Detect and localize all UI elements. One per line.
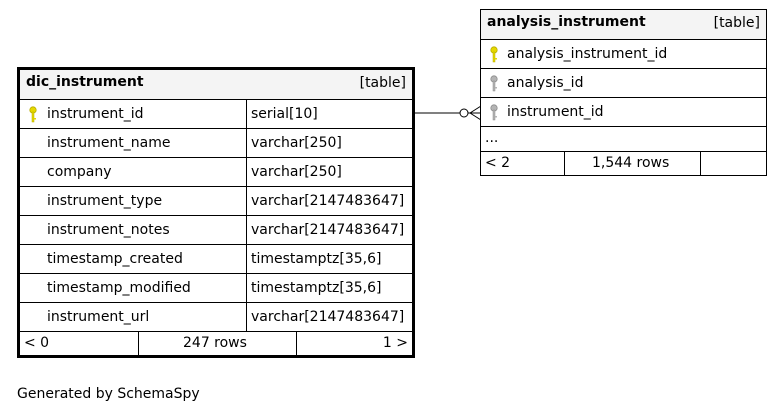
column-type: timestamptz[35,6] bbox=[251, 280, 382, 296]
table-footer: < 0 247 rows 1 > bbox=[20, 331, 412, 355]
row-count: 1,544 rows bbox=[592, 155, 670, 171]
column-name-cell: company bbox=[20, 158, 247, 186]
generated-by-text: Generated by SchemaSpy bbox=[17, 386, 200, 402]
table-kind: [table] bbox=[713, 15, 760, 31]
row-count-cell: 1,544 rows bbox=[565, 152, 701, 175]
column-name: instrument_id bbox=[507, 104, 604, 120]
column-name: instrument_name bbox=[47, 135, 171, 151]
parents-count[interactable]: < 2 bbox=[485, 155, 511, 171]
table-name[interactable]: dic_instrument bbox=[26, 74, 144, 90]
column-type: varchar[2147483647] bbox=[251, 193, 405, 209]
column-type-cell: timestamptz[35,6] bbox=[247, 245, 412, 273]
column-name: instrument_type bbox=[47, 193, 163, 209]
column-type-cell: varchar[250] bbox=[247, 158, 412, 186]
table-header[interactable]: dic_instrument [table] bbox=[20, 70, 412, 100]
column-name: company bbox=[47, 164, 112, 180]
row-count: 247 rows bbox=[183, 335, 247, 351]
table-name[interactable]: analysis_instrument bbox=[487, 14, 646, 30]
primary-key-icon bbox=[490, 46, 498, 63]
column-name: timestamp_modified bbox=[47, 280, 191, 296]
column-row[interactable]: timestamp_created timestamptz[35,6] bbox=[20, 245, 412, 274]
children-count[interactable]: 1 > bbox=[382, 335, 408, 351]
column-row[interactable]: instrument_id bbox=[481, 98, 766, 127]
column-type: timestamptz[35,6] bbox=[251, 251, 382, 267]
column-type: varchar[2147483647] bbox=[251, 309, 405, 325]
column-type: serial[10] bbox=[251, 106, 318, 122]
column-row[interactable]: instrument_url varchar[2147483647] bbox=[20, 303, 412, 331]
column-name-cell: timestamp_created bbox=[20, 245, 247, 273]
children-count-cell[interactable]: 1 > bbox=[297, 332, 412, 355]
column-name: instrument_notes bbox=[47, 222, 170, 238]
primary-key-icon bbox=[29, 106, 37, 123]
dic-instrument-table[interactable]: dic_instrument [table] instrument_id ser… bbox=[17, 67, 415, 358]
column-type-cell: serial[10] bbox=[247, 100, 412, 128]
more-columns-row[interactable]: ... bbox=[481, 127, 766, 152]
column-row[interactable]: analysis_id bbox=[481, 69, 766, 98]
table-kind: [table] bbox=[359, 75, 406, 91]
parents-count-cell[interactable]: < 0 bbox=[20, 332, 139, 355]
column-row[interactable]: company varchar[250] bbox=[20, 158, 412, 187]
column-row[interactable]: instrument_id serial[10] bbox=[20, 100, 412, 129]
column-name-cell: instrument_notes bbox=[20, 216, 247, 244]
more-columns-ellipsis: ... bbox=[485, 130, 499, 146]
column-type-cell: varchar[2147483647] bbox=[247, 216, 412, 244]
column-name-cell: timestamp_modified bbox=[20, 274, 247, 302]
column-name: instrument_id bbox=[47, 106, 144, 122]
column-name: timestamp_created bbox=[47, 251, 183, 267]
column-row[interactable]: instrument_name varchar[250] bbox=[20, 129, 412, 158]
column-name-cell: analysis_id bbox=[481, 69, 766, 97]
column-row[interactable]: timestamp_modified timestamptz[35,6] bbox=[20, 274, 412, 303]
column-type-cell: varchar[2147483647] bbox=[247, 303, 412, 331]
column-name-cell: instrument_url bbox=[20, 303, 247, 331]
column-name-cell: instrument_id bbox=[481, 98, 766, 126]
column-type-cell: varchar[2147483647] bbox=[247, 187, 412, 215]
column-row[interactable]: instrument_type varchar[2147483647] bbox=[20, 187, 412, 216]
column-name: instrument_url bbox=[47, 309, 150, 325]
row-count-cell: 247 rows bbox=[139, 332, 297, 355]
column-name-cell: instrument_name bbox=[20, 129, 247, 157]
column-name-cell: analysis_instrument_id bbox=[481, 40, 766, 68]
column-name: analysis_id bbox=[507, 75, 584, 91]
column-name: analysis_instrument_id bbox=[507, 46, 668, 62]
children-count-cell[interactable] bbox=[701, 152, 766, 175]
parents-count[interactable]: < 0 bbox=[24, 335, 50, 351]
column-type: varchar[250] bbox=[251, 135, 342, 151]
parents-count-cell[interactable]: < 2 bbox=[481, 152, 565, 175]
column-type-cell: varchar[250] bbox=[247, 129, 412, 157]
column-type: varchar[2147483647] bbox=[251, 222, 405, 238]
analysis-instrument-table[interactable]: analysis_instrument [table] analysis_ins… bbox=[480, 9, 767, 176]
column-row[interactable]: instrument_notes varchar[2147483647] bbox=[20, 216, 412, 245]
foreign-key-icon bbox=[490, 75, 498, 92]
foreign-key-icon bbox=[490, 104, 498, 121]
table-header[interactable]: analysis_instrument [table] bbox=[481, 10, 766, 40]
column-name-cell: instrument_id bbox=[20, 100, 247, 128]
column-row[interactable]: analysis_instrument_id bbox=[481, 40, 766, 69]
column-name-cell: instrument_type bbox=[20, 187, 247, 215]
more-columns-cell: ... bbox=[481, 127, 766, 151]
column-type: varchar[250] bbox=[251, 164, 342, 180]
table-footer: < 2 1,544 rows bbox=[481, 152, 766, 175]
column-type-cell: timestamptz[35,6] bbox=[247, 274, 412, 302]
